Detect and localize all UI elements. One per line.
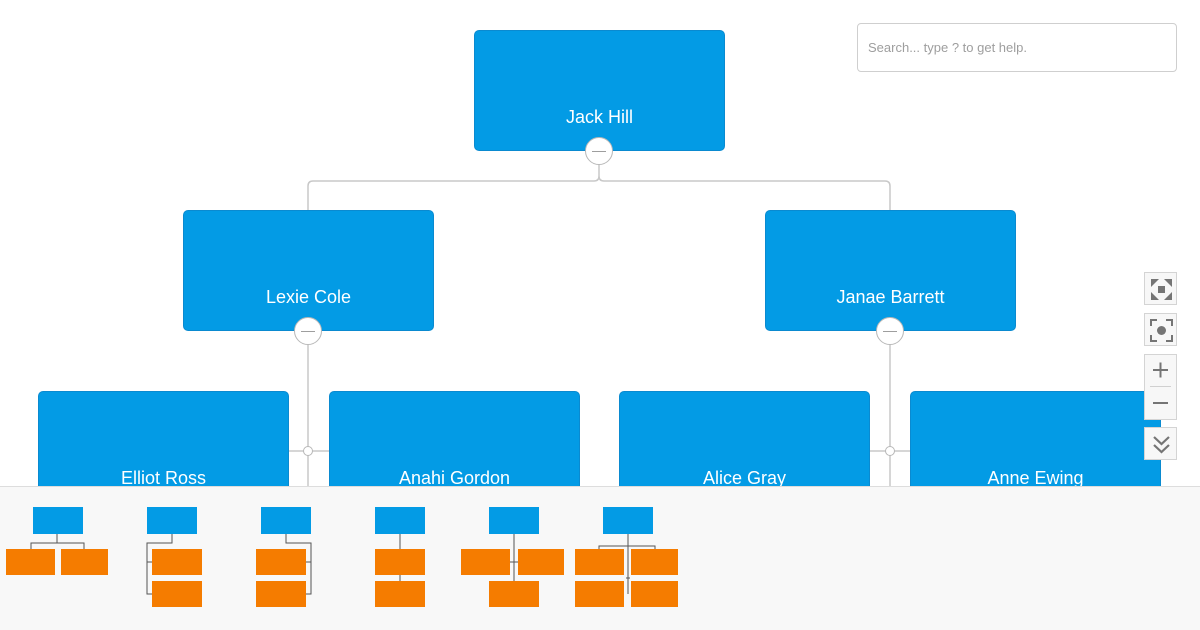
layout-option-right-hanging[interactable]	[226, 487, 340, 617]
fullscreen-button[interactable]	[1144, 272, 1177, 305]
collapse-button[interactable]	[876, 317, 904, 345]
node-name: Janae Barrett	[836, 287, 945, 307]
collapse-button[interactable]	[585, 137, 613, 165]
layout-selector-panel	[0, 486, 1200, 630]
zoom-in-icon	[1153, 362, 1168, 378]
search-input[interactable]	[857, 23, 1177, 72]
layout-option-tree-grid[interactable]	[572, 487, 684, 617]
link-root-managers	[307, 164, 891, 211]
node-manager[interactable]: Lexie Cole	[183, 210, 434, 331]
node-name: Anahi Gordon	[398, 468, 511, 488]
node-name: Anne Ewing	[987, 468, 1084, 488]
layout-option-normal-with-vertical[interactable]	[454, 487, 572, 617]
node-manager[interactable]: Janae Barrett	[765, 210, 1016, 331]
junction-dot-right	[885, 446, 895, 456]
fullscreen-icon	[1151, 279, 1172, 300]
zoom-out-icon	[1153, 402, 1168, 404]
layout-option-mixed-hanging[interactable]	[0, 487, 112, 617]
node-name: Alice Gray	[702, 468, 787, 488]
expand-all-icon	[1153, 436, 1170, 454]
zoom-in-button[interactable]	[1144, 354, 1177, 386]
junction-dot-left	[303, 446, 313, 456]
expand-all-button[interactable]	[1144, 427, 1177, 460]
zoom-out-button[interactable]	[1144, 387, 1177, 419]
layout-option-left-hanging[interactable]	[112, 487, 226, 617]
fit-to-screen-icon	[1150, 319, 1173, 342]
layout-option-vertical[interactable]	[340, 487, 454, 617]
org-chart-links	[289, 164, 910, 486]
node-name: Jack Hill	[565, 107, 633, 127]
node-name: Lexie Cole	[265, 287, 352, 307]
node-name: Elliot Ross	[120, 468, 207, 488]
node-root[interactable]: Jack Hill	[474, 30, 725, 151]
zoom-divider	[1150, 386, 1171, 387]
fit-to-screen-button[interactable]	[1144, 313, 1177, 346]
link-lexie-staff	[289, 345, 329, 486]
collapse-button[interactable]	[294, 317, 322, 345]
link-janae-staff	[870, 345, 910, 486]
